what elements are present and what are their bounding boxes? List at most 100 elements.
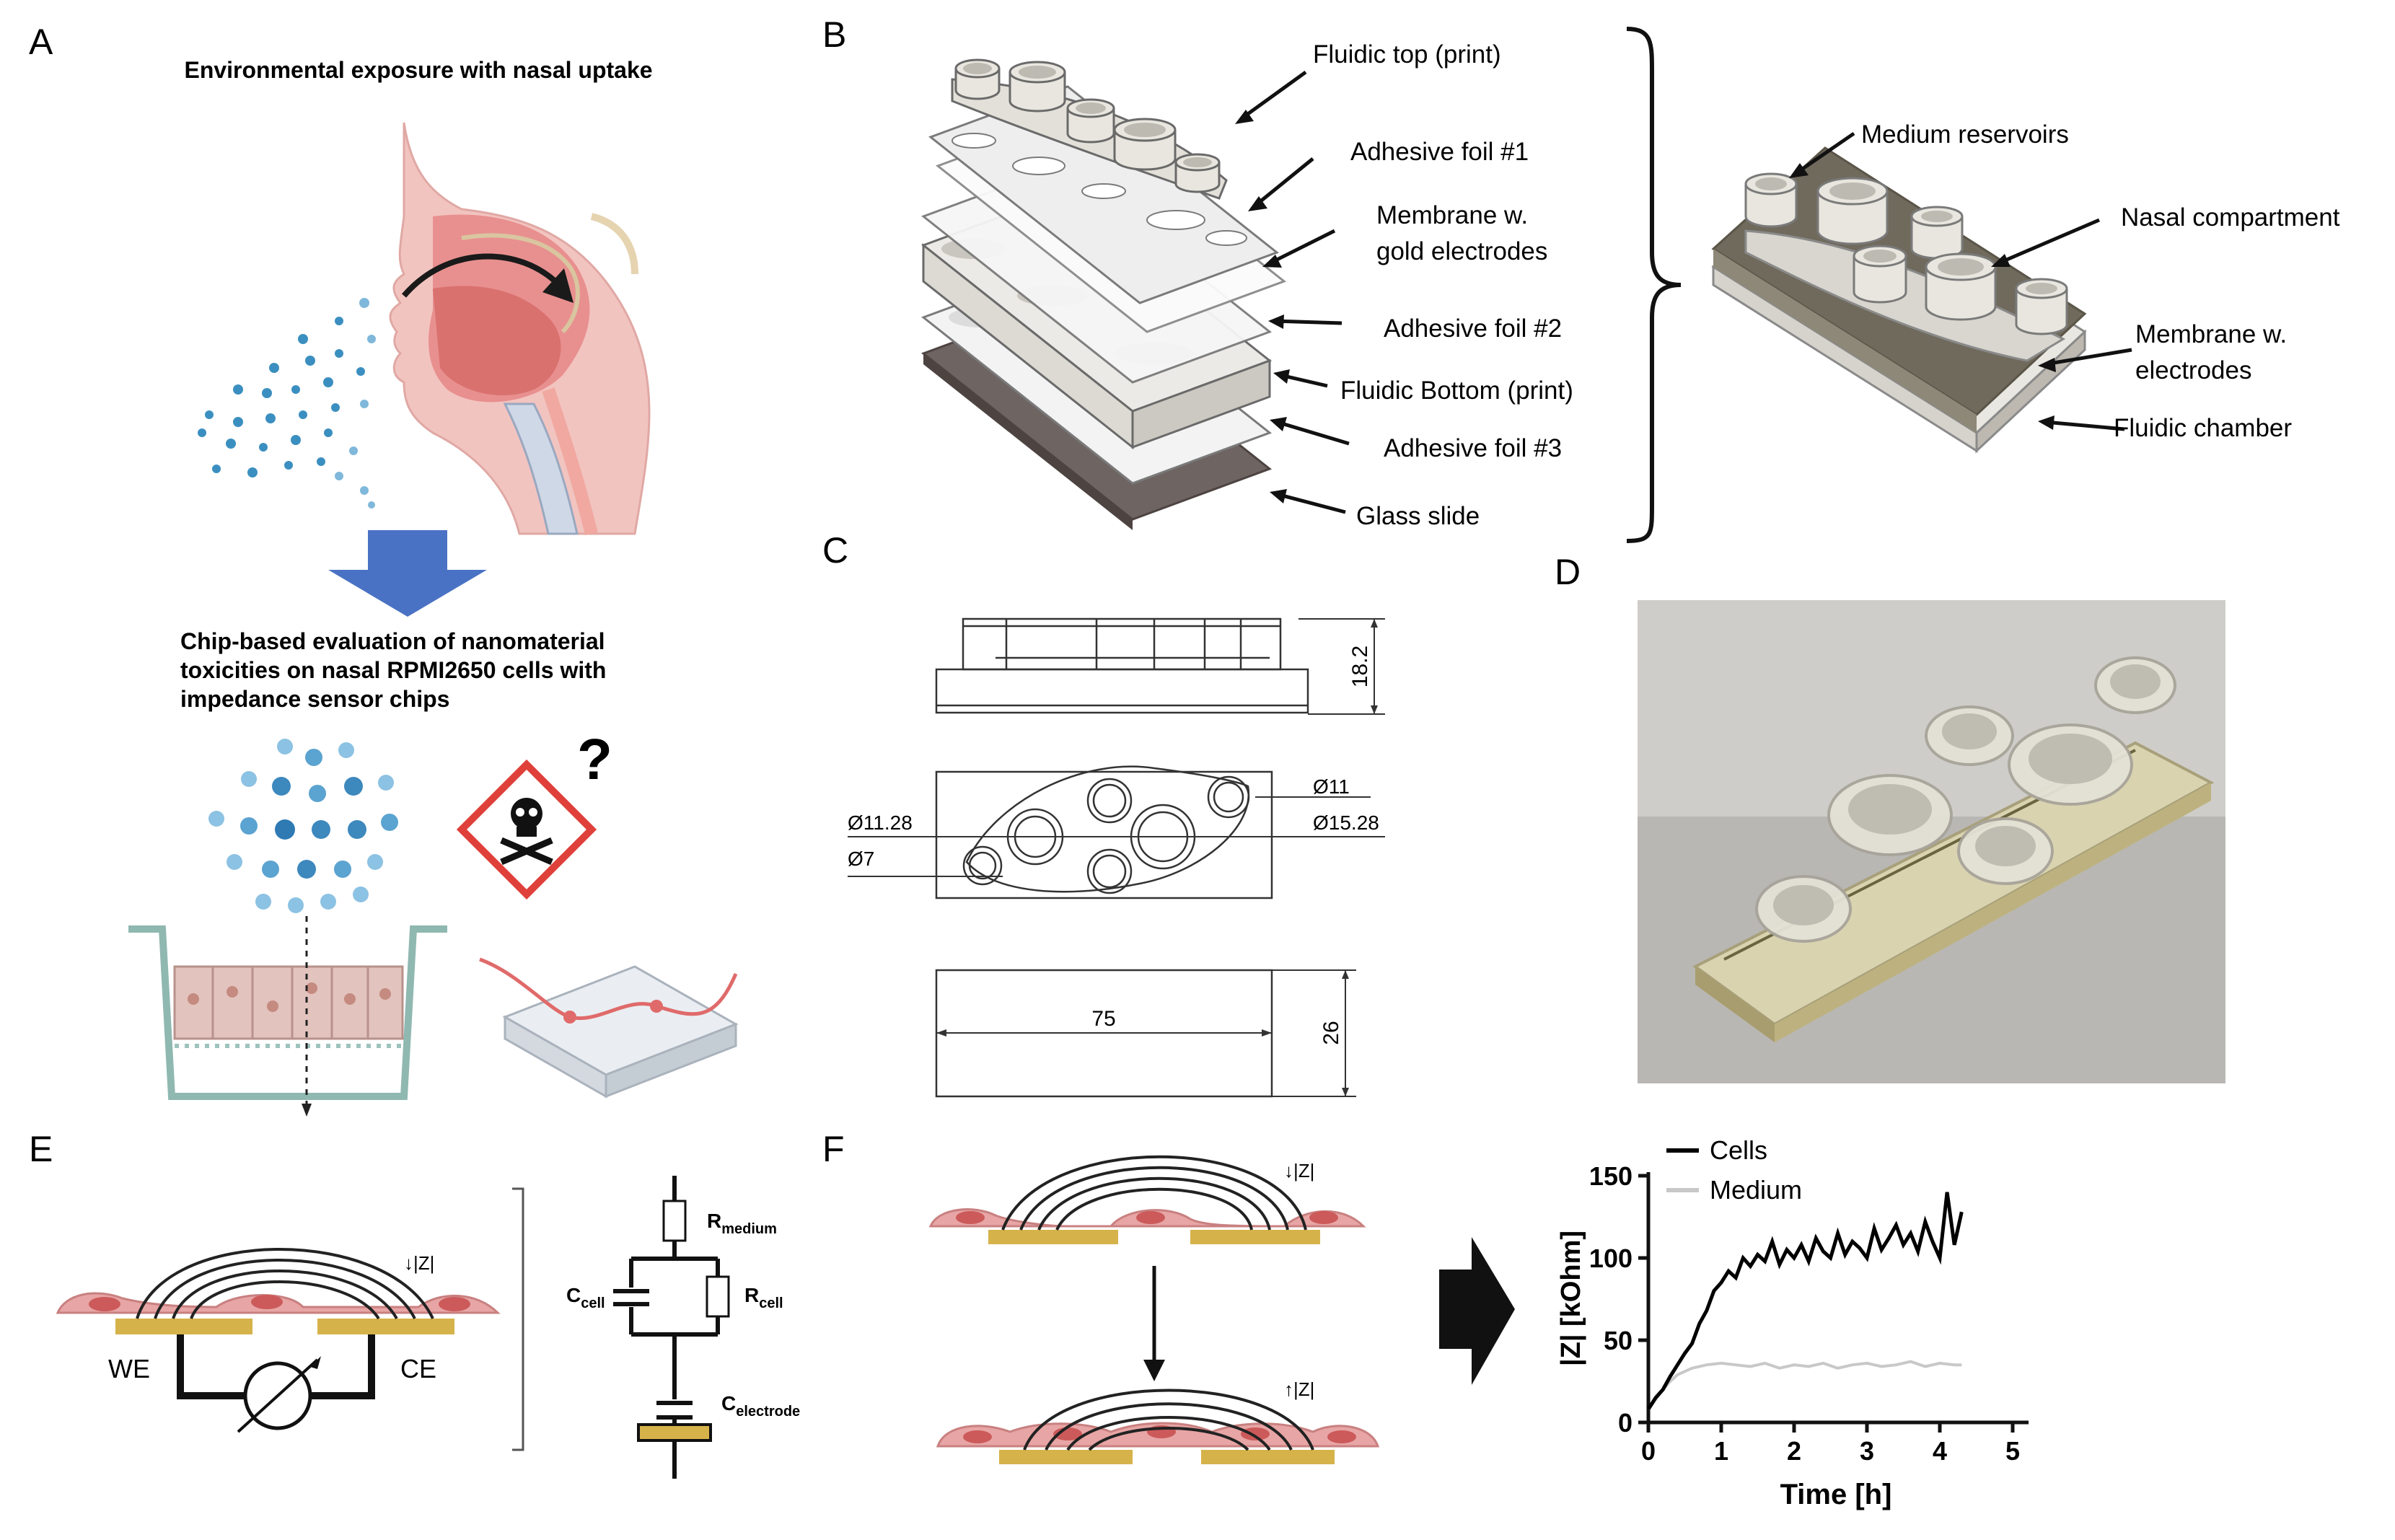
dim-width: 26 [1319, 1021, 1343, 1044]
electrode-right-top [1190, 1230, 1320, 1244]
series-medium-line [1647, 1360, 1962, 1410]
panel-b: B [822, 14, 2340, 543]
label-r-medium: Rmedium [707, 1210, 777, 1237]
field-lines-e [136, 1248, 434, 1320]
working-electrode [115, 1319, 252, 1334]
panel-a-letter: A [29, 22, 53, 62]
panel-f: F ↓|Z| [822, 1129, 2029, 1510]
x-tick-label: 1 [1714, 1436, 1728, 1466]
label-r-cell-main: R [744, 1284, 759, 1306]
exploded-stack [920, 58, 1287, 530]
label-r-cell-sub: cell [759, 1295, 783, 1311]
cell-layer-f-top [928, 1208, 1366, 1228]
cell-layer-f-bottom [936, 1422, 1380, 1448]
impedance-decrease-f: ↓|Z| [1284, 1160, 1314, 1182]
panel-a-subtitle-line-2: toxicities on nasal RPMI2650 cells with [180, 657, 606, 683]
label-c-electrode-sub: electrode [736, 1404, 800, 1420]
legend-label-cells: Cells [1710, 1135, 1767, 1165]
layer-labels: Fluidic top (print) Adhesive foil #1 Mem… [1313, 40, 1573, 530]
chip-photo [1638, 600, 2225, 1083]
y-tick-label: 100 [1589, 1244, 1632, 1273]
label-membrane-electrodes-line-1: Membrane w. [2135, 320, 2287, 348]
label-c-electrode: Celectrode [721, 1392, 800, 1420]
impedance-decrease-e: ↓|Z| [404, 1252, 434, 1274]
electrode-left-top [988, 1230, 1118, 1244]
panel-b-letter: B [822, 14, 846, 55]
label-c-cell-main: C [566, 1284, 581, 1306]
dim-d7: Ø7 [848, 848, 874, 870]
equivalent-bracket [512, 1187, 524, 1451]
question-mark: ? [577, 727, 612, 791]
x-tick-label: 4 [1933, 1436, 1947, 1466]
x-tick-label: 5 [2005, 1436, 2020, 1466]
label-medium-reservoirs: Medium reservoirs [1861, 120, 2069, 149]
head-illustration [389, 122, 651, 536]
panel-c-letter: C [822, 530, 848, 571]
dim-d11-28: Ø11.28 [848, 811, 913, 834]
x-tick-label: 0 [1641, 1436, 1656, 1466]
legend-label-medium: Medium [1710, 1175, 1802, 1205]
dim-labels-top: Ø11 Ø11.28 Ø15.28 Ø7 [848, 775, 1379, 870]
dim-d11: Ø11 [1313, 775, 1350, 798]
chip-sketch [479, 957, 739, 1099]
transition-arrow-head [1143, 1360, 1165, 1381]
electrode-symbol [637, 1423, 712, 1442]
x-axis-label: Time [h] [1780, 1479, 1892, 1510]
label-adhesive-foil-2: Adhesive foil #2 [1384, 314, 1562, 343]
chart-legend: Cells Medium [1666, 1135, 1802, 1205]
label-fluidic-top: Fluidic top (print) [1313, 40, 1501, 69]
panel-d-letter: D [1555, 552, 1581, 592]
series-cells-line [1646, 1192, 1964, 1411]
label-fluidic-chamber: Fluidic chamber [2114, 414, 2292, 442]
dim-d15-28: Ø15.28 [1313, 811, 1379, 834]
assembled-labels: Medium reservoirs Nasal compartment Memb… [1861, 120, 2340, 442]
y-tick-label: 50 [1604, 1326, 1632, 1355]
label-adhesive-foil-1: Adhesive foil #1 [1350, 138, 1529, 166]
chart-axes [1646, 1172, 2029, 1425]
assembled-chip [1711, 146, 2087, 454]
y-axis-label: |Z| [kOhm] [1556, 1231, 1586, 1366]
dim-length: 75 [1091, 1007, 1115, 1031]
label-membrane-line-2: gold electrodes [1376, 237, 1547, 265]
layer-pointer-arrows [1235, 70, 1350, 514]
label-c-cell-sub: cell [581, 1295, 605, 1311]
panel-c: C 18.2 [822, 530, 1385, 1098]
label-c-electrode-main: C [721, 1392, 736, 1414]
toxic-hazard-icon [456, 759, 597, 900]
label-membrane-electrodes-line-2: electrodes [2135, 356, 2251, 384]
process-down-arrow [328, 530, 487, 617]
x-tick-label: 2 [1787, 1436, 1801, 1466]
panel-a-subtitle-line-3: impedance sensor chips [180, 686, 449, 712]
label-membrane-line-1: Membrane w. [1376, 201, 1528, 229]
aerosol-particles [198, 298, 376, 509]
electrode-left-bottom [999, 1450, 1133, 1464]
assembled-pointer-arrows [1789, 131, 2132, 431]
panel-a-title: Environmental exposure with nasal uptake [184, 57, 652, 83]
panel-f-letter: F [822, 1129, 845, 1169]
panel-e-letter: E [29, 1129, 53, 1169]
airflow-arrow-head [542, 268, 574, 303]
panel-e: E ↓|Z| WE CE [29, 1129, 800, 1479]
drawing-bottom-view [935, 969, 1356, 1098]
cell-layer-e [56, 1292, 501, 1314]
label-glass-slide: Glass slide [1356, 502, 1480, 530]
label-c-cell: Ccell [566, 1284, 605, 1311]
panel-d: D [1555, 552, 2225, 1083]
label-r-medium-sub: medium [721, 1221, 777, 1237]
y-tick-label: 150 [1589, 1161, 1632, 1191]
impedance-increase-f: ↑|Z| [1284, 1378, 1314, 1400]
field-lines-f-top [1001, 1155, 1307, 1231]
equivalent-circuit [613, 1176, 730, 1479]
transwell-culture [128, 916, 447, 1117]
panel-a-subtitle-line-1: Chip-based evaluation of nanomaterial [180, 628, 605, 654]
field-lines-f-bottom [1023, 1389, 1314, 1451]
label-r-cell: Rcell [744, 1284, 783, 1311]
label-nasal-compartment: Nasal compartment [2121, 203, 2340, 232]
label-adhesive-foil-3: Adhesive foil #3 [1384, 434, 1562, 462]
dim-height: 18.2 [1348, 646, 1372, 687]
label-fluidic-bottom: Fluidic Bottom (print) [1340, 377, 1573, 405]
